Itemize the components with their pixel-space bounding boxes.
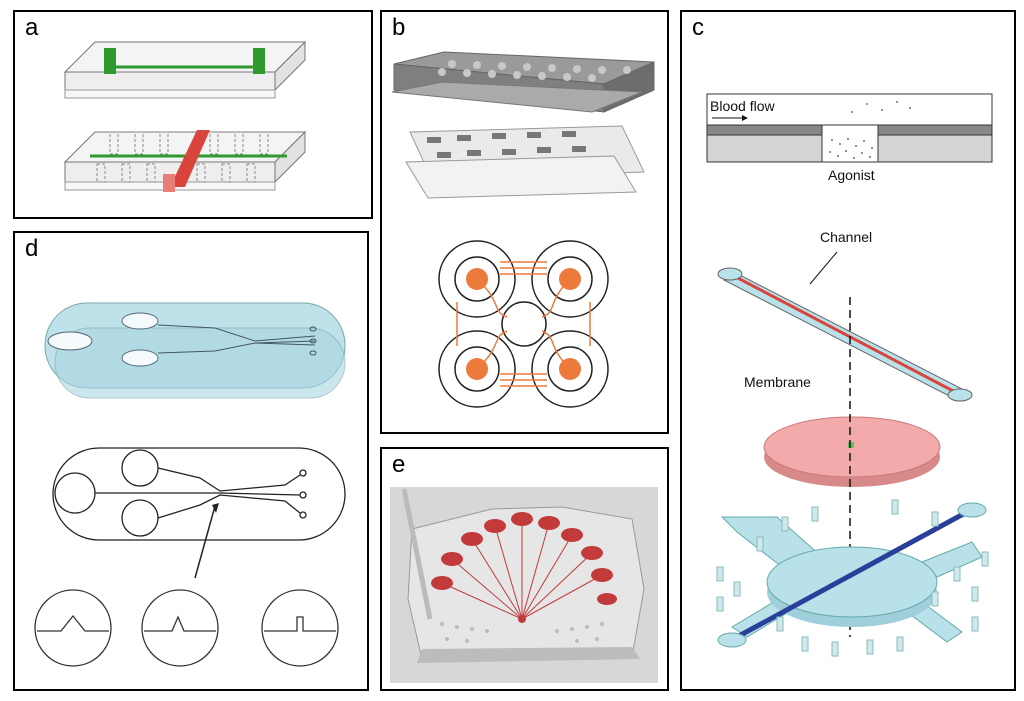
panel-b-label: b: [392, 14, 406, 41]
support-pins: [716, 499, 989, 657]
agonist-label: Agonist: [828, 167, 875, 183]
pin-array: [440, 622, 604, 643]
channel-layer: [717, 267, 973, 402]
membrane-label: Membrane: [744, 374, 811, 390]
tubing: [401, 488, 433, 620]
top-chip: [63, 40, 307, 99]
panel-c-label: c: [692, 14, 704, 41]
platelet-chip-diagram: Blood flow Agonist Channel Membrane: [706, 93, 993, 657]
blue-channel-line: [735, 509, 969, 640]
panel-a: a: [13, 10, 373, 219]
red-channel: [170, 130, 210, 187]
green-reservoir-right: [253, 48, 265, 74]
panel-e: e: [380, 447, 669, 691]
red-channel-line: [733, 274, 958, 395]
base-layer-cross: [717, 502, 987, 648]
green-reservoir-left: [104, 48, 116, 74]
cross-section: Blood flow Agonist: [706, 93, 993, 183]
plate-layers-diagram: [391, 51, 655, 408]
panel-d: d: [13, 231, 369, 691]
channel-label: Channel: [820, 229, 872, 245]
panel-e-label: e: [392, 451, 406, 478]
device-diagram-d: [34, 302, 346, 667]
pointer-arrow: [194, 505, 216, 579]
membrane-disc: [763, 416, 941, 487]
bottom-chip: [63, 130, 307, 192]
cross-section-profiles: [34, 589, 339, 667]
chip-photo-e: [390, 487, 658, 683]
panel-c: c Blood flow Agonist Channel Membrane: [680, 10, 1016, 691]
four-well-pattern: [438, 240, 609, 408]
panel-a-label: a: [25, 14, 39, 41]
plate-layer-2: [391, 81, 643, 113]
device-plan-view: [52, 447, 346, 541]
red-channels: [441, 519, 603, 620]
blood-flow-label: Blood flow: [710, 98, 775, 114]
microchannel-diagram-a: [63, 40, 307, 192]
device-3d: [44, 302, 346, 399]
panel-d-label: d: [25, 235, 39, 262]
base-layer: [405, 155, 637, 199]
panel-b: b: [380, 10, 669, 434]
